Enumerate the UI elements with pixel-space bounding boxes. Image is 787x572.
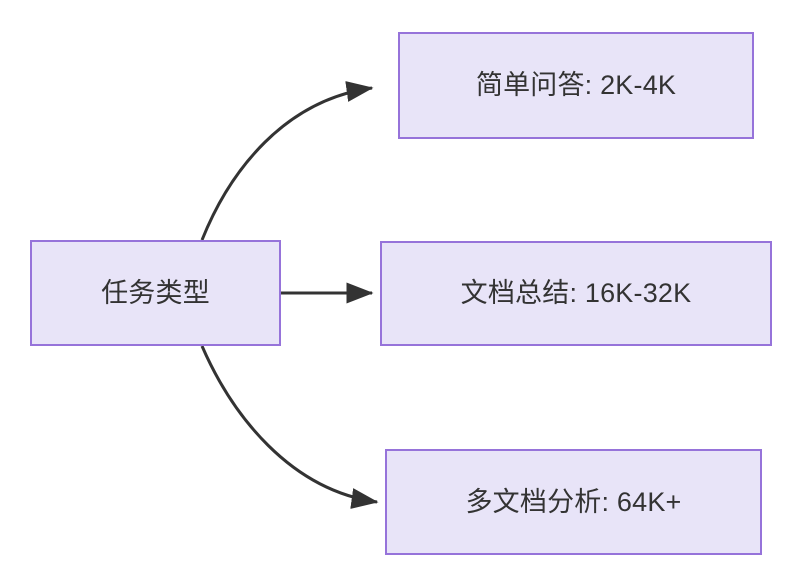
node-multi-doc[interactable]: 多文档分析: 64K+ <box>385 449 762 555</box>
node-root-label: 任务类型 <box>101 277 210 308</box>
node-multi-doc-label: 多文档分析: 64K+ <box>465 486 682 517</box>
node-root[interactable]: 任务类型 <box>30 240 281 346</box>
node-simple-qa-label: 简单问答: 2K-4K <box>475 70 677 101</box>
node-simple-qa[interactable]: 简单问答: 2K-4K <box>398 32 754 139</box>
edge-root-to-multi-doc <box>200 345 379 509</box>
node-doc-sum-label: 文档总结: 16K-32K <box>460 278 692 309</box>
node-doc-sum[interactable]: 文档总结: 16K-32K <box>380 241 772 346</box>
edge-root-to-simple-qa <box>200 81 374 241</box>
